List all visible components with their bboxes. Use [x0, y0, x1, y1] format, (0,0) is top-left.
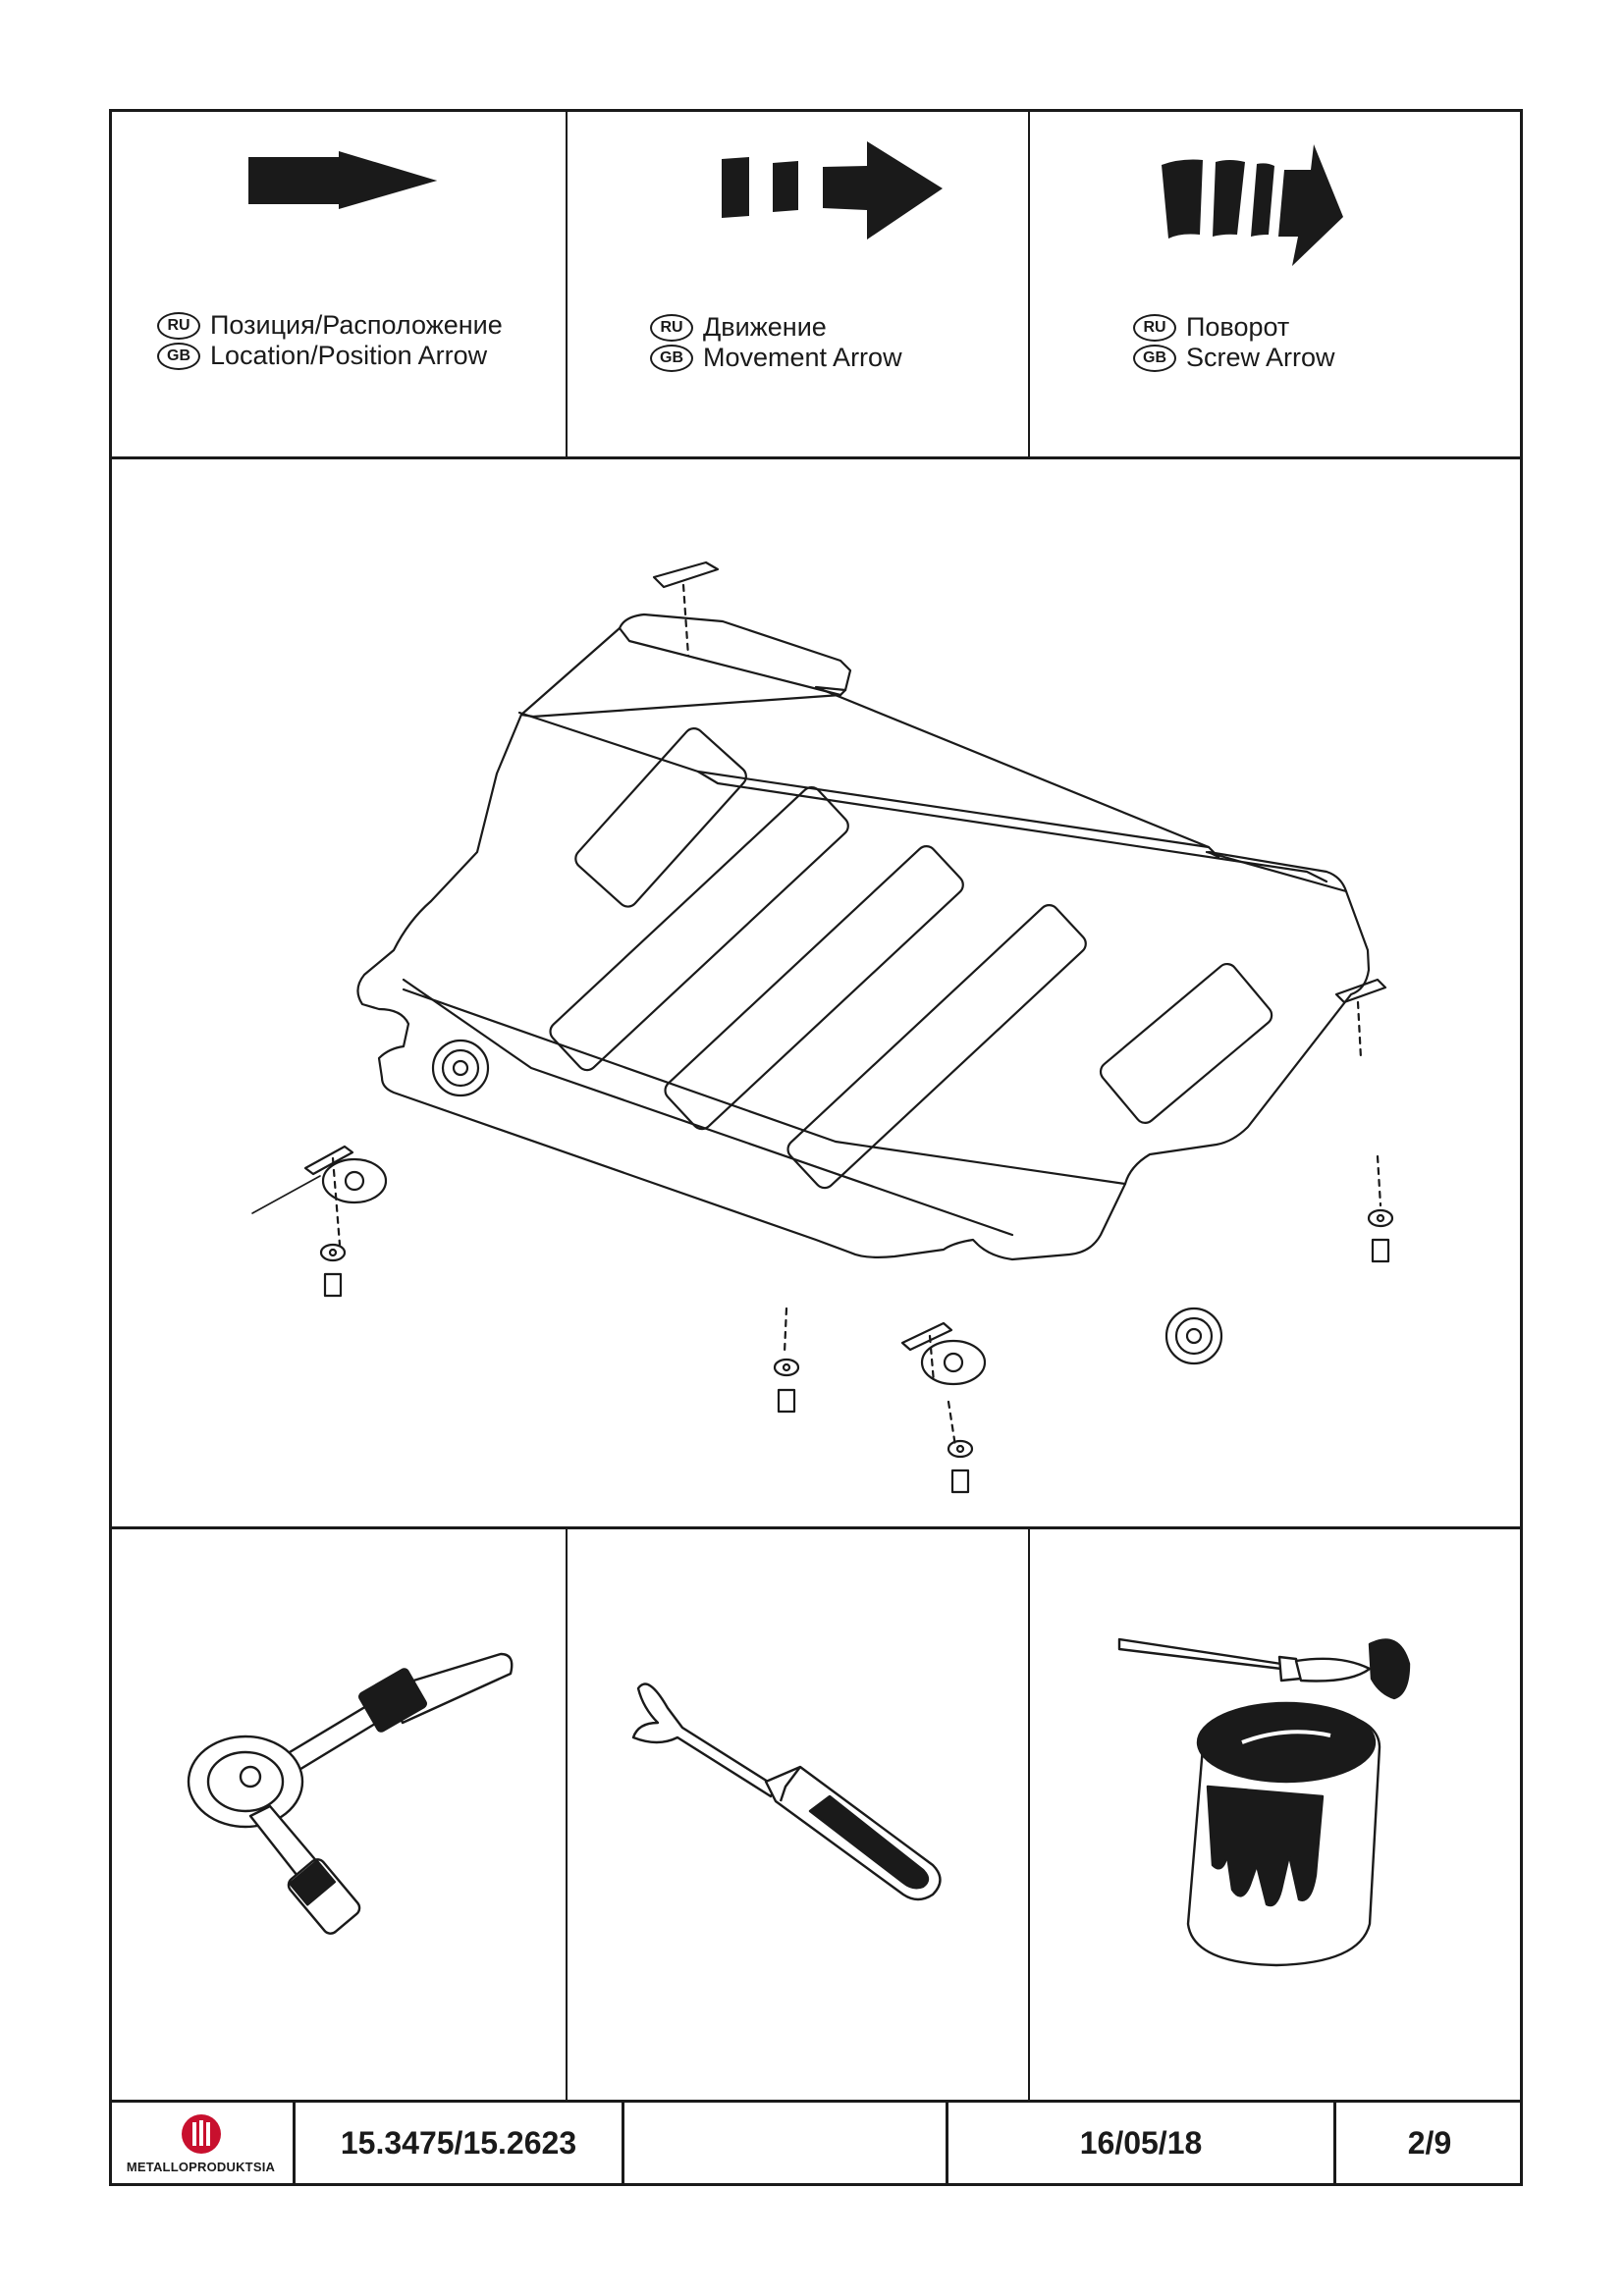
- divider-bottom-1: [566, 1526, 568, 2101]
- ru-badge: RU: [157, 311, 200, 340]
- gb-badge: GB: [650, 344, 693, 372]
- skid-plate-assembly-diagram: [251, 561, 1394, 1494]
- legend-movement-gb: Movement Arrow: [703, 343, 902, 372]
- divider-footer: [109, 2100, 1523, 2103]
- gb-badge: GB: [157, 342, 200, 370]
- legend-location-gb: Location/Position Arrow: [210, 341, 488, 370]
- ru-badge: RU: [1133, 313, 1176, 342]
- legend-screw-gb: Screw Arrow: [1186, 343, 1335, 372]
- footer-logo-cell: METALLOPRODUKTSIA: [109, 2101, 296, 2186]
- brand-name: METALLOPRODUKTSIA: [126, 2160, 276, 2174]
- legend-screw: RU Поворот GB Screw Arrow: [1133, 312, 1335, 373]
- page-number: 2/9: [1407, 2125, 1452, 2161]
- legend-movement: RU Движение GB Movement Arrow: [650, 312, 902, 373]
- divider-bottom-row: [109, 1526, 1523, 1529]
- metalloproduktsia-logo-icon: [181, 2114, 221, 2154]
- divider-top-1: [566, 109, 568, 457]
- ru-badge: RU: [650, 313, 693, 342]
- gb-badge: GB: [1133, 344, 1176, 372]
- divider-top-2: [1028, 109, 1030, 457]
- part-number: 15.3475/15.2623: [296, 2101, 624, 2186]
- divider-bottom-2: [1028, 1526, 1030, 2101]
- screw-arrow-icon: [1162, 144, 1343, 266]
- paint-can-brush-icon: [1117, 1637, 1411, 1967]
- drawing-sheet: [109, 109, 1523, 2186]
- blank-field: [624, 2101, 948, 2186]
- title-block: METALLOPRODUKTSIA 15.3475/15.2623 16/05/…: [109, 2101, 1523, 2186]
- divider-top-row: [109, 456, 1523, 459]
- issue-date: 16/05/18: [948, 2101, 1336, 2186]
- movement-arrow-icon: [722, 141, 943, 240]
- legend-movement-ru: Движение: [703, 312, 827, 342]
- clip-remover-screwdriver-icon: [631, 1682, 942, 1901]
- legend-location-ru: Позиция/Расположение: [210, 310, 503, 340]
- legend-screw-ru: Поворот: [1186, 312, 1290, 342]
- legend-location: RU Позиция/Расположение GB Location/Positi…: [157, 310, 503, 371]
- ratchet-wrench-icon: [187, 1652, 514, 1935]
- location-arrow-icon: [248, 151, 437, 209]
